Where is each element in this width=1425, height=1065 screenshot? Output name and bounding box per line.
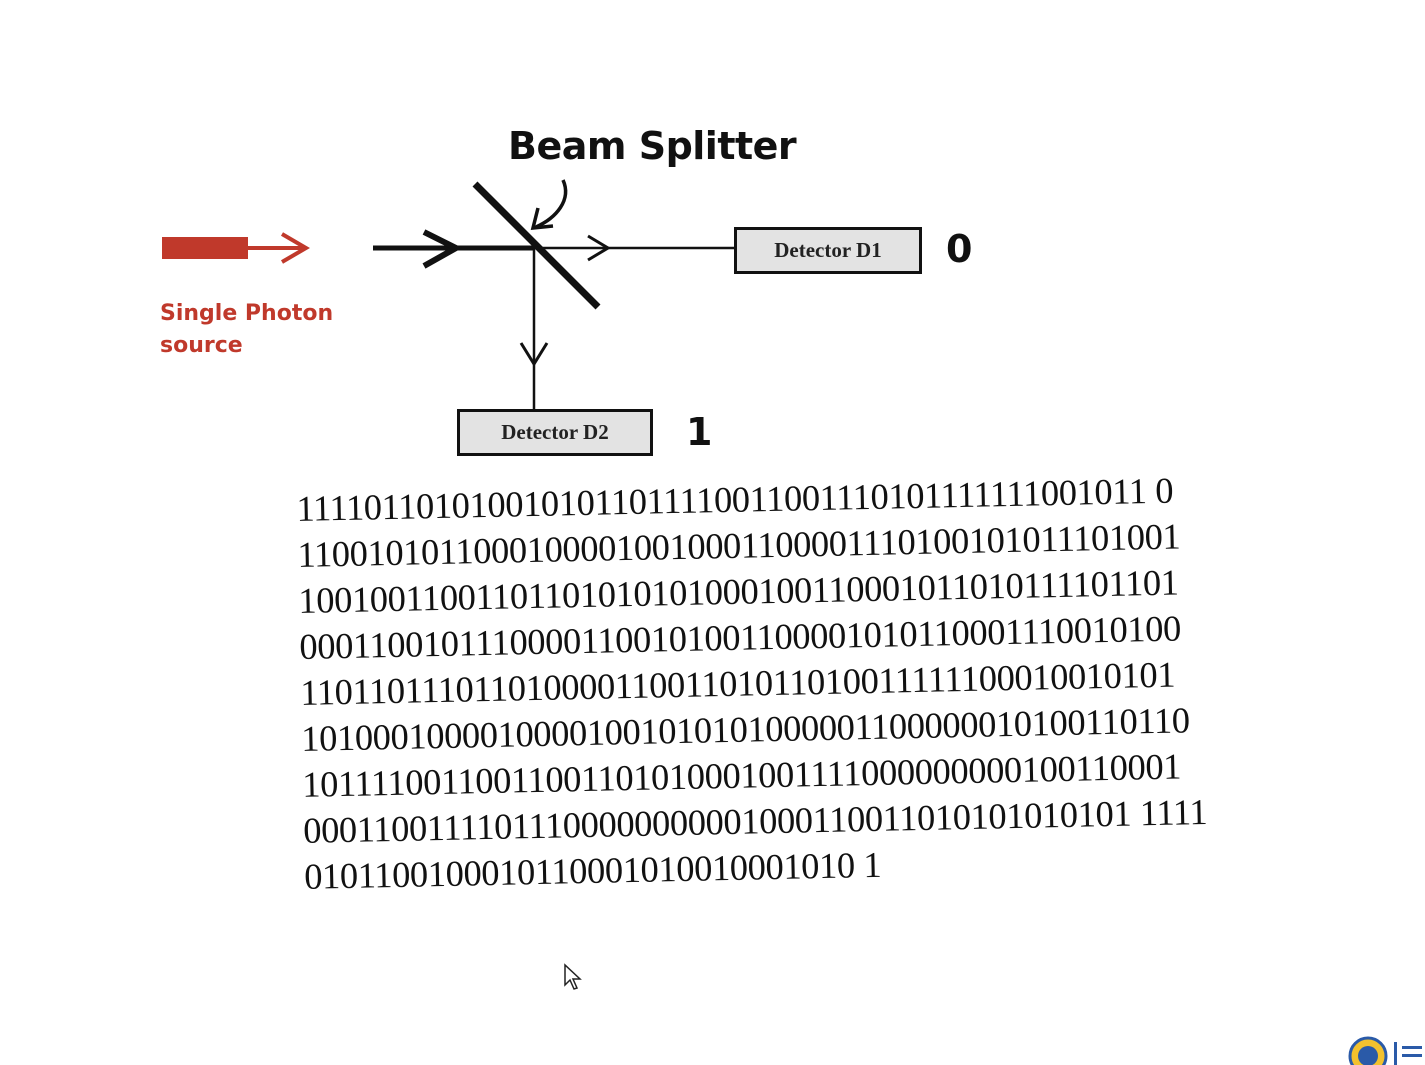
detector-d1-bit: 0	[946, 227, 973, 271]
detector-d1-box: Detector D1	[734, 227, 922, 274]
beam-splitter-title: Beam Splitter	[508, 124, 797, 168]
beam-splitter-plate	[472, 181, 601, 310]
detector-d2-bit: 1	[686, 410, 713, 454]
detector-d2-box: Detector D2	[457, 409, 653, 456]
institution-logo-icon	[1348, 1036, 1425, 1065]
photon-source-arrow	[162, 232, 310, 264]
beam-splitter-diagram	[162, 179, 735, 410]
source-label-line1: Single Photon	[160, 301, 334, 326]
detector-d2-label: Detector D2	[501, 420, 609, 444]
random-bit-sequence: 1111011010100101011011110011001110101111…	[296, 466, 1239, 899]
source-label-line2: source	[160, 333, 243, 358]
transmitted-beam	[535, 234, 735, 262]
detector-d1-label: Detector D1	[774, 238, 882, 262]
source-label: Single Photon source	[160, 298, 333, 362]
title-pointer-arrow	[530, 179, 568, 230]
reflected-beam	[519, 248, 549, 410]
incoming-beam-arrow	[373, 229, 535, 269]
mouse-pointer-icon	[564, 963, 582, 990]
